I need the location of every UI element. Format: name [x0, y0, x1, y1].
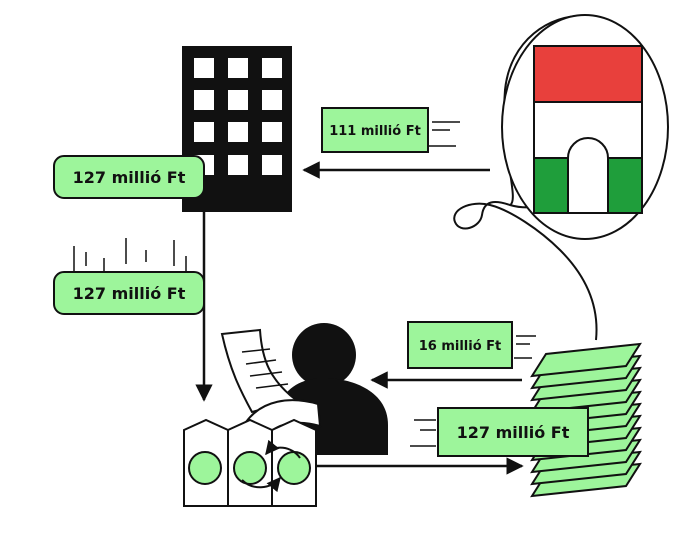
flag-to-building-amount-label: 111 millió Ft	[321, 107, 460, 153]
to-person-amount-text: 16 millió Ft	[419, 339, 502, 354]
falling-amount-label: 127 millió Ft	[53, 271, 205, 315]
printer-to-stack-amount-label: 127 millió Ft	[410, 407, 589, 457]
falling-motion-lines	[73, 238, 187, 272]
flag-to-building-amount-text: 111 millió Ft	[329, 124, 421, 139]
falling-amount-text: 127 millió Ft	[73, 284, 186, 303]
money-printer-icon	[183, 328, 322, 507]
hungarian-flag-icon	[453, 14, 669, 341]
building-amount-text: 127 millió Ft	[73, 168, 186, 187]
printer-to-stack-amount-text: 127 millió Ft	[457, 423, 570, 442]
building-amount-label: 127 millió Ft	[53, 155, 205, 199]
to-person-amount-label: 16 millió Ft	[407, 321, 536, 369]
